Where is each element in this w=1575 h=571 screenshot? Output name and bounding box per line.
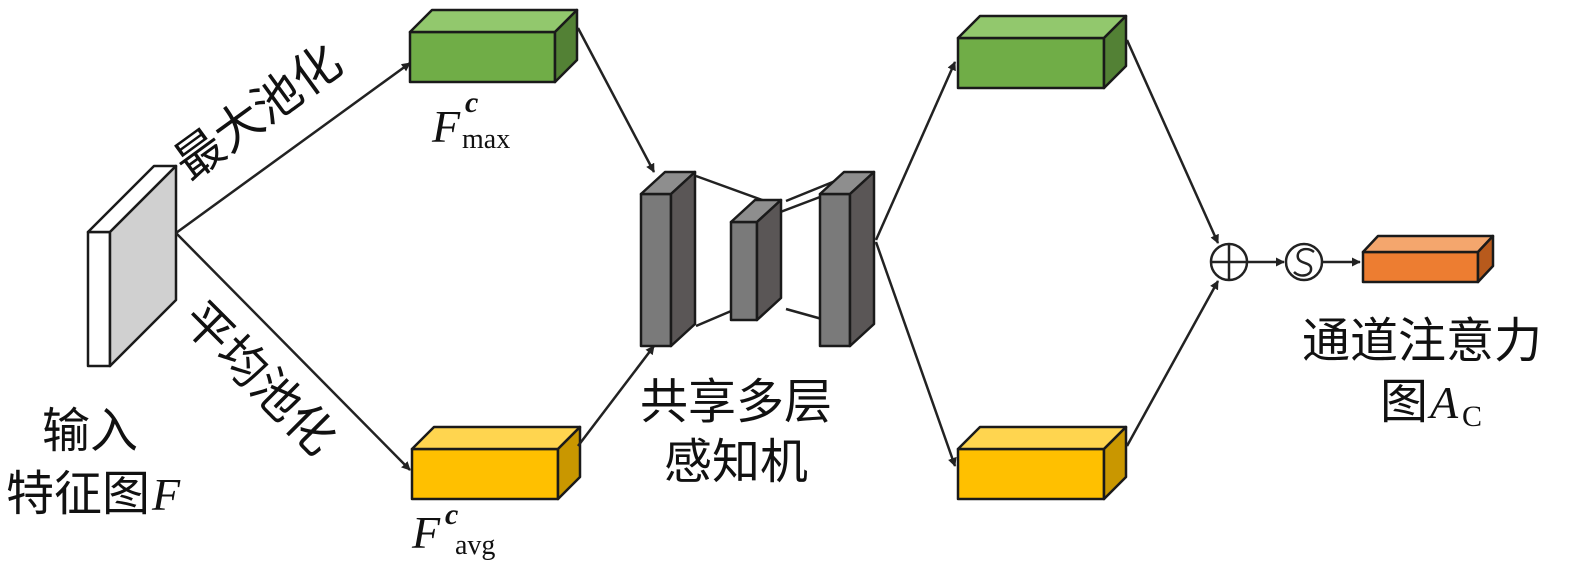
edge-mlp-to-out-max bbox=[874, 61, 957, 241]
mlp-output-avg bbox=[956, 425, 1128, 501]
edge-input-to-avg bbox=[175, 232, 411, 471]
element-wise-sum-icon bbox=[1209, 242, 1249, 282]
avg-pooled-feature bbox=[410, 425, 582, 501]
mlp-layer-2 bbox=[729, 198, 783, 322]
output-label-line1: 通道注意力 bbox=[1302, 313, 1542, 369]
svg-text:F: F bbox=[431, 101, 461, 152]
edge-out-avg-to-sum bbox=[1125, 280, 1220, 447]
svg-text:max: max bbox=[462, 124, 510, 155]
svg-text:图: 图 bbox=[1380, 374, 1428, 430]
svg-text:c: c bbox=[445, 498, 458, 531]
output-label-line2: 图 A C bbox=[1380, 374, 1482, 433]
svg-text:C: C bbox=[1462, 400, 1482, 433]
svg-text:F: F bbox=[151, 469, 181, 520]
svg-text:特征图: 特征图 bbox=[6, 466, 150, 522]
mlp-layer-3 bbox=[818, 170, 876, 348]
edge-out-max-to-sum bbox=[1125, 39, 1220, 244]
edge-mlp-to-out-avg bbox=[874, 241, 957, 467]
channel-attention-map bbox=[1361, 234, 1495, 284]
edge-avg-to-mlp bbox=[577, 345, 655, 447]
svg-text:F: F bbox=[411, 507, 441, 558]
shared-mlp bbox=[639, 170, 876, 348]
avg-pooled-feature-label: F c avg bbox=[411, 498, 495, 561]
shared-mlp-label-line2: 感知机 bbox=[664, 434, 808, 490]
max-pooling-label: 最大池化 bbox=[164, 34, 352, 192]
edge-max-to-mlp bbox=[576, 27, 656, 173]
mlp-output-max bbox=[956, 14, 1128, 90]
input-label-line1: 输入 bbox=[42, 403, 138, 459]
input-feature-map bbox=[86, 164, 178, 368]
max-pooled-feature-label: F c max bbox=[431, 86, 510, 155]
sigmoid-icon bbox=[1284, 242, 1324, 282]
mlp-layer-1 bbox=[639, 170, 697, 348]
shared-mlp-label-line1: 共享多层 bbox=[640, 374, 832, 430]
svg-text:A: A bbox=[1427, 377, 1459, 428]
edge-input-to-max bbox=[175, 61, 411, 235]
svg-text:c: c bbox=[465, 86, 478, 119]
input-label-line2: 特征图 F bbox=[6, 466, 181, 522]
max-pooled-feature bbox=[408, 8, 579, 84]
svg-text:avg: avg bbox=[455, 530, 495, 561]
